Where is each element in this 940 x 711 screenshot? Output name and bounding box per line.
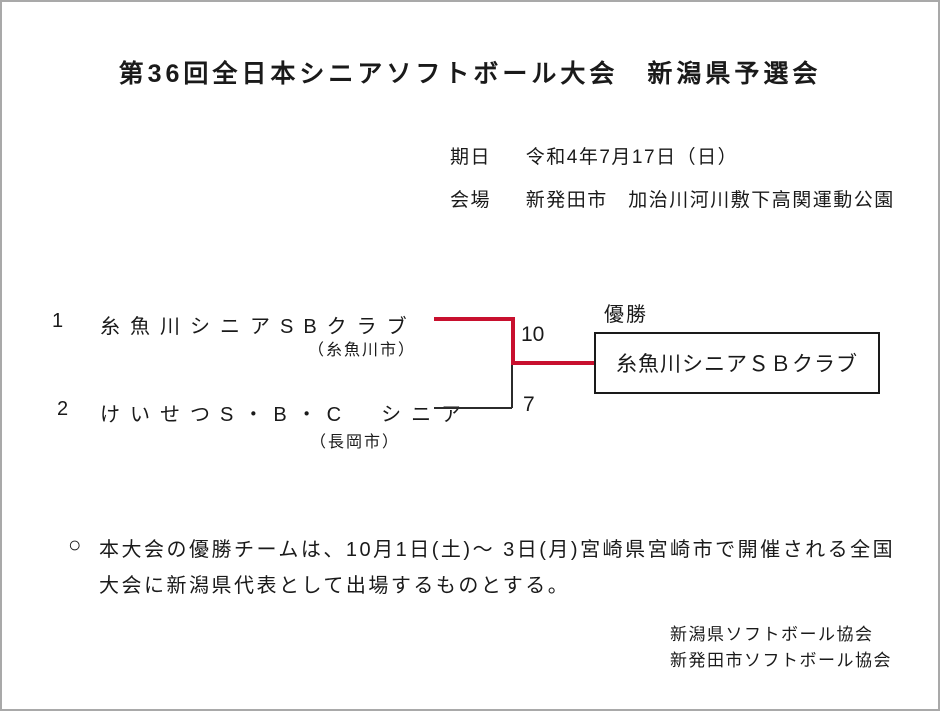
venue-value: 新発田市 加治川河川敷下高関運動公園 — [525, 190, 895, 211]
team-2-seed: 2 — [57, 398, 69, 420]
organization-prefecture: 新潟県ソフトボール協会 — [670, 625, 874, 644]
note-line-2: 大会に新潟県代表として出場するものとする。 — [99, 575, 571, 597]
bracket-line-winner-to-box — [511, 361, 596, 365]
winner-name: 糸魚川シニアＳＢクラブ — [616, 353, 858, 376]
organization-city: 新発田市ソフトボール協会 — [670, 651, 892, 670]
bracket-line-loser-vertical — [511, 365, 513, 408]
team-1-city: （糸魚川市） — [308, 342, 417, 359]
event-date-row: 期日 令和4年7月17日（日） — [450, 142, 895, 168]
venue-label: 会場 — [450, 190, 492, 211]
team-2-city: （長岡市） — [310, 434, 401, 451]
team-2-name: けいせつS・B・C シニア — [100, 404, 472, 426]
team-1-name: 糸魚川シニアSBクラブ — [100, 316, 417, 338]
bracket-line-winner-horizontal — [434, 317, 515, 321]
bracket-line-winner-vertical — [511, 317, 515, 365]
event-venue-row: 会場 新発田市 加治川河川敷下高関運動公園 — [450, 185, 895, 211]
team-1-score: 10 — [521, 323, 545, 346]
note-bullet-circle: ○ — [68, 532, 82, 557]
organizations: 新潟県ソフトボール協会 新発田市ソフトボール協会 — [670, 622, 892, 674]
date-value: 令和4年7月17日（日） — [525, 147, 739, 168]
page-title: 第36回全日本シニアソフトボール大会 新潟県予選会 — [118, 60, 822, 88]
date-label: 期日 — [450, 147, 492, 168]
team-2-score: 7 — [523, 393, 535, 416]
winner-label: 優勝 — [604, 304, 648, 326]
team-1-seed: 1 — [52, 310, 64, 332]
bracket-line-loser-horizontal — [434, 407, 512, 409]
event-meta: 期日 令和4年7月17日（日） 会場 新発田市 加治川河川敷下高関運動公園 — [450, 142, 895, 228]
winner-box: 糸魚川シニアＳＢクラブ — [594, 332, 880, 394]
note-line-1: 本大会の優勝チームは、10月1日(土)～ 3日(月)宮崎県宮崎市で開催される全国 — [99, 539, 896, 561]
